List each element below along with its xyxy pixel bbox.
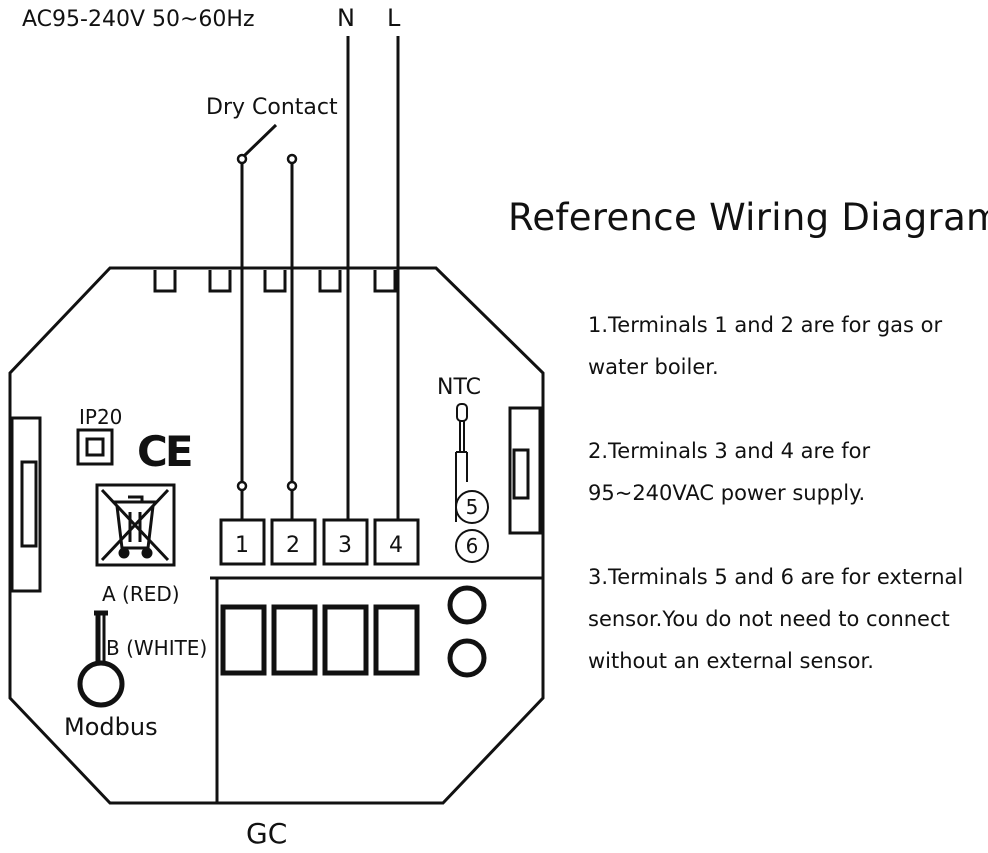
lower-connector-slots xyxy=(220,604,420,676)
terminal-block: 1 2 3 4 xyxy=(219,518,420,566)
left-side-clip xyxy=(10,416,42,593)
terminal-1-label: 1 xyxy=(235,533,249,558)
note-item: 2.Terminals 3 and 4 are for 95~240VAC po… xyxy=(588,430,983,514)
diagram-title: Reference Wiring Diagram xyxy=(508,196,988,239)
terminal-2-label: 2 xyxy=(286,533,300,558)
wires xyxy=(240,36,400,520)
modbus-b-label: B (WHITE) xyxy=(106,636,207,660)
dry-contact-label: Dry Contact xyxy=(206,95,338,120)
modbus-connector-icon xyxy=(77,610,125,708)
thermostat-back-outline xyxy=(8,266,545,805)
terminal-5-label: 5 xyxy=(466,495,479,519)
note-line: 3.Terminals 5 and 6 are for external xyxy=(588,565,964,589)
modbus-a-label: A (RED) xyxy=(102,582,180,606)
ce-mark: CE xyxy=(137,427,191,476)
right-side-clip xyxy=(508,406,542,535)
terminal-4-label: 4 xyxy=(389,533,403,558)
notes-list: 1.Terminals 1 and 2 are for gas or water… xyxy=(588,304,983,724)
dry-contact-switch xyxy=(236,153,298,492)
top-clips xyxy=(153,270,397,293)
terminal-1 xyxy=(219,518,266,566)
terminal-6 xyxy=(455,529,489,563)
modbus-label: Modbus xyxy=(64,713,158,741)
terminal-3 xyxy=(322,518,369,566)
ntc-label: NTC xyxy=(437,375,481,400)
neutral-label: N xyxy=(337,4,355,32)
note-line: 2.Terminals 3 and 4 are for xyxy=(588,439,871,463)
note-line: without an external sensor. xyxy=(588,649,874,673)
terminal-5 xyxy=(455,490,489,524)
terminal-6-label: 6 xyxy=(466,534,479,558)
live-label: L xyxy=(387,4,401,32)
note-item: 1.Terminals 1 and 2 are for gas or water… xyxy=(588,304,983,388)
double-insulation-icon xyxy=(76,428,114,466)
weee-bin-icon xyxy=(95,483,176,567)
supply-voltage-label: AC95-240V 50~60Hz xyxy=(22,7,255,32)
terminal-4 xyxy=(373,518,420,566)
note-line: sensor.You do not need to connect xyxy=(588,607,950,631)
gc-label: GC xyxy=(246,817,287,850)
screw-holes xyxy=(447,585,487,678)
terminal-3-label: 3 xyxy=(338,533,352,558)
note-line: 95~240VAC power supply. xyxy=(588,481,866,505)
ip-rating-label: IP20 xyxy=(79,405,122,429)
note-item: 3.Terminals 5 and 6 are for external sen… xyxy=(588,556,983,682)
terminal-2 xyxy=(270,518,317,566)
note-line: water boiler. xyxy=(588,355,719,379)
note-line: 1.Terminals 1 and 2 are for gas or xyxy=(588,313,943,337)
